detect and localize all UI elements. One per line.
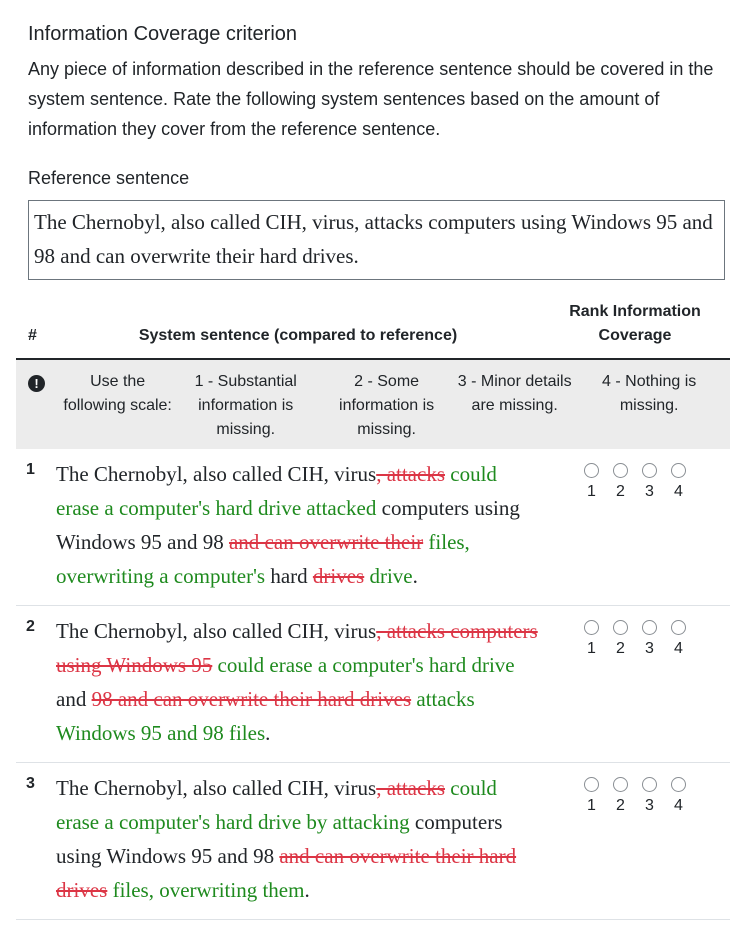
rank-radio-label: 1 bbox=[587, 797, 596, 814]
rank-radio-2[interactable] bbox=[613, 620, 628, 635]
rank-radio-label: 4 bbox=[674, 797, 683, 814]
ranking-table: # System sentence (compared to reference… bbox=[16, 300, 730, 920]
rank-option-2: 2 bbox=[611, 777, 630, 816]
scale-intro: Use the following scale: bbox=[63, 373, 172, 414]
scale-level-4: 4 - Nothing is missing. bbox=[602, 373, 697, 414]
system-sentence: The Chernobyl, also called CIH, virus, a… bbox=[56, 605, 540, 763]
inserted-text: attacks Windows 95 and 98 files bbox=[56, 687, 475, 745]
rank-option-3: 3 bbox=[640, 463, 659, 502]
deleted-text: 98 and can overwrite their hard drives bbox=[91, 687, 412, 711]
rank-option-3: 3 bbox=[640, 620, 659, 659]
scale-row: ! Use the following scale: 1 - Substanti… bbox=[16, 359, 730, 449]
unchanged-text: . bbox=[412, 564, 418, 588]
rank-option-1: 1 bbox=[582, 463, 601, 502]
rank-radio-label: 3 bbox=[645, 797, 654, 814]
criterion-title: Information Coverage criterion bbox=[28, 23, 298, 45]
rank-radio-label: 1 bbox=[587, 483, 596, 500]
system-sentence: The Chernobyl, also called CIH, virus, a… bbox=[56, 449, 540, 606]
reference-sentence-box: The Chernobyl, also called CIH, virus, a… bbox=[28, 200, 725, 280]
rank-cell: 1 2 3 4 bbox=[540, 605, 730, 763]
row-number: 1 bbox=[16, 449, 56, 606]
deleted-text: and can overwrite their hard drives bbox=[56, 844, 517, 902]
rank-option-4: 4 bbox=[669, 463, 688, 502]
rank-radio-1[interactable] bbox=[584, 777, 599, 792]
inserted-text: files, overwriting a computer's bbox=[56, 530, 470, 588]
deleted-text: , attacks computers using Windows 95 bbox=[56, 619, 538, 677]
rank-option-2: 2 bbox=[611, 463, 630, 502]
rank-option-3: 3 bbox=[640, 777, 659, 816]
rank-radio-label: 2 bbox=[616, 483, 625, 500]
rank-cell: 1 2 3 4 bbox=[540, 762, 730, 920]
rank-radio-group: 1 2 3 4 bbox=[540, 777, 730, 816]
rank-radio-2[interactable] bbox=[613, 463, 628, 478]
rank-radio-label: 4 bbox=[674, 640, 683, 657]
rank-radio-group: 1 2 3 4 bbox=[540, 463, 730, 502]
rank-option-1: 1 bbox=[582, 620, 601, 659]
rank-radio-2[interactable] bbox=[613, 777, 628, 792]
rank-radio-label: 4 bbox=[674, 483, 683, 500]
rank-radio-4[interactable] bbox=[671, 463, 686, 478]
inserted-text: could erase a computer's hard drive bbox=[217, 653, 515, 677]
inserted-text: could erase a computer's hard drive atta… bbox=[56, 462, 497, 520]
scale-cell: Use the following scale: 1 - Substantial… bbox=[56, 359, 730, 449]
unchanged-text: The Chernobyl, also called CIH, virus bbox=[56, 619, 377, 643]
system-sentence: The Chernobyl, also called CIH, virus, a… bbox=[56, 762, 540, 920]
rank-radio-label: 2 bbox=[616, 640, 625, 657]
deleted-text: and can overwrite their bbox=[228, 530, 424, 554]
rank-option-1: 1 bbox=[582, 777, 601, 816]
rank-radio-3[interactable] bbox=[642, 620, 657, 635]
column-header-rank-label: Rank Information Coverage bbox=[569, 303, 701, 344]
rank-radio-group: 1 2 3 4 bbox=[540, 620, 730, 659]
exclamation-circle-icon: ! bbox=[28, 375, 45, 392]
inserted-text: drive bbox=[369, 564, 413, 588]
inserted-text: files, overwriting them bbox=[112, 878, 305, 902]
rank-radio-4[interactable] bbox=[671, 620, 686, 635]
rank-radio-4[interactable] bbox=[671, 777, 686, 792]
column-header-system-sentence: System sentence (compared to reference) bbox=[56, 300, 540, 360]
rank-radio-1[interactable] bbox=[584, 620, 599, 635]
unchanged-text: computers using Windows 95 and 98 bbox=[56, 810, 503, 868]
deleted-text: , attacks bbox=[376, 462, 445, 486]
scale-level-1: 1 - Substantial information is missing. bbox=[194, 373, 297, 438]
scale-alert-cell: ! bbox=[16, 359, 56, 449]
unchanged-text: The Chernobyl, also called CIH, virus bbox=[56, 776, 377, 800]
rank-radio-3[interactable] bbox=[642, 777, 657, 792]
scale-legend: Use the following scale: 1 - Substantial… bbox=[60, 370, 726, 442]
unchanged-text: and bbox=[56, 687, 92, 711]
rank-option-4: 4 bbox=[669, 777, 688, 816]
column-header-rank: Rank Information Coverage bbox=[540, 300, 730, 360]
reference-title: Reference sentence bbox=[28, 168, 190, 188]
scale-level-3: 3 - Minor details are missing. bbox=[457, 373, 572, 414]
unchanged-text: computers using Windows 95 and 98 bbox=[56, 496, 520, 554]
rank-radio-3[interactable] bbox=[642, 463, 657, 478]
unchanged-text: The Chernobyl, also called CIH, virus bbox=[56, 462, 377, 486]
deleted-text: drives bbox=[312, 564, 365, 588]
scale-level-2: 2 - Some information is missing. bbox=[339, 373, 435, 438]
rank-radio-label: 1 bbox=[587, 640, 596, 657]
deleted-text: , attacks bbox=[376, 776, 445, 800]
evaluation-page: Information Coverage criterion Any piece… bbox=[0, 22, 730, 920]
rank-radio-1[interactable] bbox=[584, 463, 599, 478]
row-number: 2 bbox=[16, 605, 56, 763]
rank-radio-label: 3 bbox=[645, 483, 654, 500]
rank-option-2: 2 bbox=[611, 620, 630, 659]
criterion-description: Any piece of information described in th… bbox=[28, 59, 714, 139]
column-header-number: # bbox=[16, 300, 56, 360]
rank-option-4: 4 bbox=[669, 620, 688, 659]
unchanged-text: . bbox=[265, 721, 271, 745]
table-header-row: # System sentence (compared to reference… bbox=[16, 300, 730, 360]
row-number: 3 bbox=[16, 762, 56, 920]
inserted-text: could erase a computer's hard drive by a… bbox=[56, 776, 497, 834]
rank-radio-label: 3 bbox=[645, 640, 654, 657]
unchanged-text: . bbox=[304, 878, 310, 902]
unchanged-text: hard bbox=[265, 564, 313, 588]
rank-cell: 1 2 3 4 bbox=[540, 449, 730, 606]
rank-radio-label: 2 bbox=[616, 797, 625, 814]
